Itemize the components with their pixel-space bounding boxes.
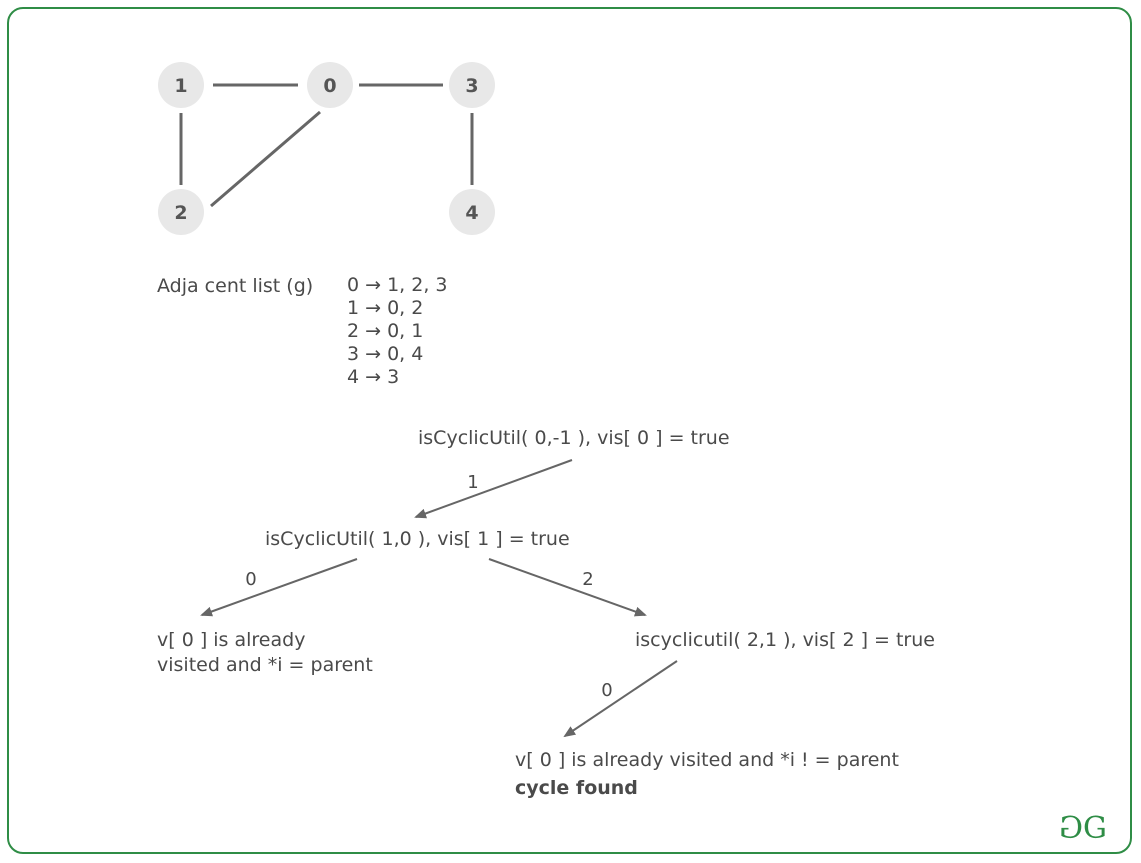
tree-right-call: iscyclicutil( 2,1 ), vis[ 2 ] = true <box>635 629 935 651</box>
logo-letter-right: G <box>1082 811 1107 846</box>
graph-node-2: 2 <box>158 189 204 235</box>
tree-final-line1: v[ 0 ] is already visited and *i ! = par… <box>515 749 899 771</box>
node-label-0: 0 <box>323 75 336 97</box>
arrow-level1-to-left <box>200 558 358 617</box>
logo-letter-left: G <box>1062 811 1083 846</box>
tree-left-leaf-line1: v[ 0 ] is already <box>157 629 306 651</box>
adjacency-list-title: Adja cent list (g) <box>157 275 314 297</box>
adjacency-row: 4 → 3 <box>347 366 400 388</box>
arrow-level1-to-right <box>488 558 647 617</box>
adjacency-row: 1 → 0, 2 <box>347 297 424 319</box>
tree-edge-label-0-bottom: 0 <box>601 680 612 701</box>
arrow-right-to-final <box>563 660 678 738</box>
tree-final-cycle-found: cycle found <box>515 777 638 799</box>
adjacency-row: 2 → 0, 1 <box>347 320 424 342</box>
graph-node-3: 3 <box>449 62 495 108</box>
graph-node-4: 4 <box>449 189 495 235</box>
arrow-root-to-level1 <box>414 459 573 519</box>
tree-edge-label-1: 1 <box>467 472 478 493</box>
node-label-1: 1 <box>174 75 187 97</box>
graph-node-1: 1 <box>158 62 204 108</box>
diagram-frame <box>7 7 1132 854</box>
graph-node-0: 0 <box>307 62 353 108</box>
node-label-4: 4 <box>465 202 478 224</box>
edge-0-2 <box>210 110 321 208</box>
tree-edge-label-0-left: 0 <box>245 569 256 590</box>
adjacency-row: 3 → 0, 4 <box>347 343 424 365</box>
gfg-logo: GG <box>1062 811 1107 846</box>
adjacency-list: 0 → 1, 2, 3 1 → 0, 2 2 → 0, 1 3 → 0, 4 4… <box>347 274 448 389</box>
node-label-3: 3 <box>465 75 478 97</box>
adjacency-row: 0 → 1, 2, 3 <box>347 274 448 296</box>
tree-edge-label-2: 2 <box>582 569 593 590</box>
node-label-2: 2 <box>174 202 187 224</box>
tree-root-call: isCyclicUtil( 0,-1 ), vis[ 0 ] = true <box>418 427 730 449</box>
tree-level1-call: isCyclicUtil( 1,0 ), vis[ 1 ] = true <box>265 528 570 550</box>
tree-left-leaf-line2: visited and *i = parent <box>157 654 373 676</box>
